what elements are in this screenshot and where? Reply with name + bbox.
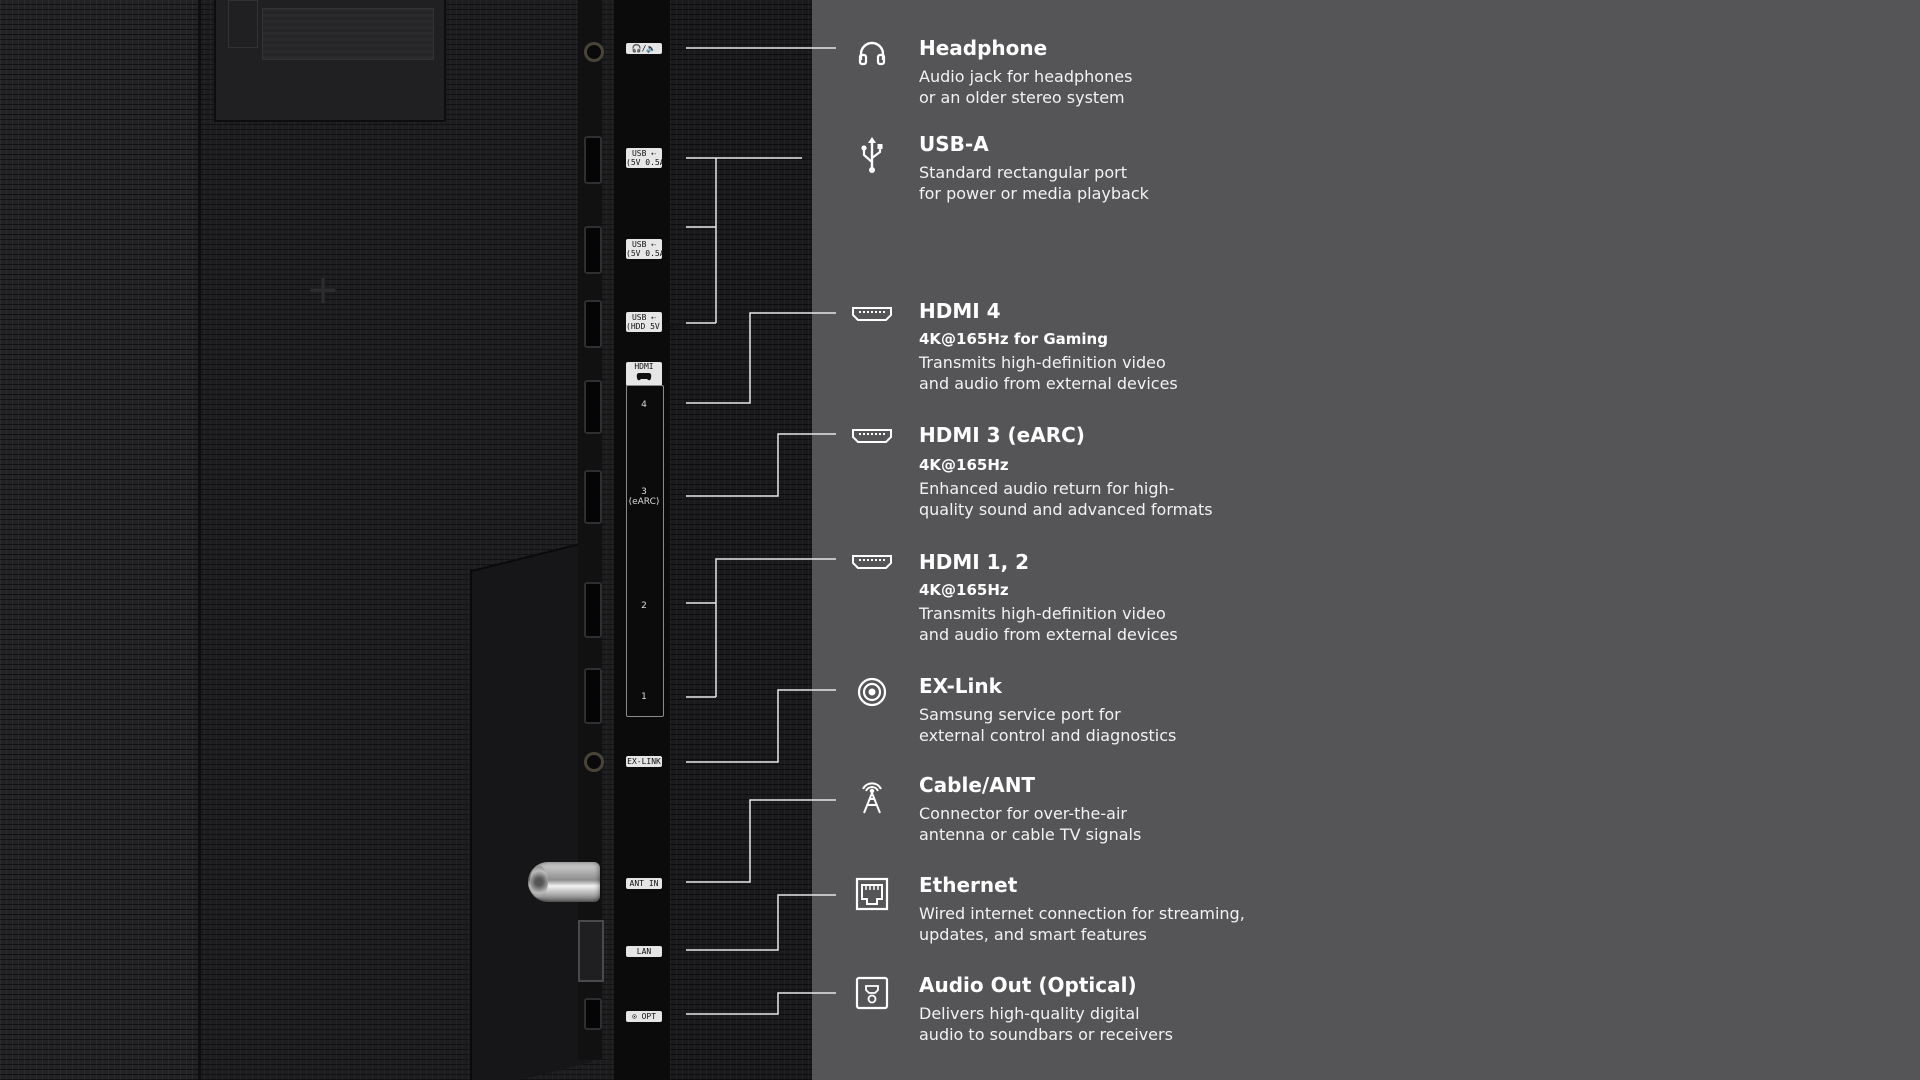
tv-back-right-section [670,0,812,1080]
tv-back-strip-edge [198,0,201,1080]
entry-title-audio-out-optical: Audio Out (Optical) [919,973,1137,997]
usb-icon [849,135,895,175]
optical-port [584,998,602,1030]
port-label-ant: ANT IN [626,878,662,889]
port-label-hdmi-gaming-tag: HDMI [626,362,662,386]
tv-sticker-side [228,0,258,48]
port-label-lan: LAN [626,946,662,957]
ex-link-icon [849,672,895,712]
entry-desc-hdmi-1-2: Transmits high-definition video and audi… [919,604,1178,644]
hdmi-port-4 [584,380,602,434]
entry-title-hdmi-3: HDMI 3 (eARC) [919,423,1085,447]
usb-port-2 [584,226,602,274]
tv-back-panel: + [0,0,812,1080]
port-label-ex-link: EX-LINK [626,756,662,767]
entry-title-hdmi-1-2: HDMI 1, 2 [919,550,1030,574]
port-label-usb-2: USB ⇠ (5V 0.5A) [626,239,670,259]
port-label-headphone: 🎧/🔈 [626,43,662,54]
usb-port-1 [584,136,602,184]
entry-title-ethernet: Ethernet [919,873,1018,897]
hdmi-port-3 [584,470,602,524]
ethernet-icon [849,874,895,914]
entry-desc-usb-a: Standard rectangular port for power or m… [919,163,1149,203]
usb-port-3 [584,300,602,348]
entry-desc-headphone: Audio jack for headphones or an older st… [919,67,1133,107]
port-label-hdmi-1: 1 [641,692,647,702]
gamepad-icon [626,372,662,386]
entry-title-usb-a: USB-A [919,132,989,156]
hdmi-port-block [626,385,664,717]
antenna-icon [849,776,895,816]
entry-title-cable-ant: Cable/ANT [919,773,1036,797]
port-label-hdmi-3: 3 (eARC) [628,487,660,507]
hdmi-tag-text: HDMI [634,362,654,371]
lan-jack [578,920,604,982]
entry-desc-audio-out-optical: Delivers high-quality digital audio to s… [919,1004,1173,1044]
port-label-usb-1: USB ⇠ (5V 0.5A) [626,148,670,168]
hdmi-port-1 [584,668,602,724]
tv-rating-sticker [262,8,434,60]
entry-desc-hdmi-4: Transmits high-definition video and audi… [919,353,1178,393]
entry-subtitle-hdmi-3: 4K@165Hz [919,456,1009,474]
mount-cross-mark: + [306,267,340,313]
hdmi-port-2 [584,582,602,638]
headphones-icon [849,33,895,73]
coax-connector-tip [530,866,548,898]
hdmi-icon [849,542,895,582]
optical-icon [849,973,895,1013]
entry-title-hdmi-4: HDMI 4 [919,299,1001,323]
port-label-column [614,0,670,1080]
port-label-hdmi-4: 4 [641,400,647,410]
entry-title-headphone: Headphone [919,36,1048,60]
port-label-optical: ⊙ OPT [626,1011,662,1022]
entry-title-ex-link: EX-Link [919,674,1002,698]
port-label-usb-3: USB ⇠ (HDD 5V 1A) [626,312,679,332]
entry-desc-ex-link: Samsung service port for external contro… [919,705,1177,745]
entry-desc-hdmi-3: Enhanced audio return for high- quality … [919,479,1213,519]
tv-back-left-strip [0,0,200,1080]
hdmi-icon [849,416,895,456]
headphone-jack [584,42,604,62]
entry-desc-ethernet: Wired internet connection for streaming,… [919,904,1245,944]
entry-subtitle-hdmi-1-2: 4K@165Hz [919,581,1009,599]
port-label-hdmi-2: 2 [641,601,647,611]
entry-desc-cable-ant: Connector for over-the-air antenna or ca… [919,804,1142,844]
hdmi-icon [849,294,895,334]
ex-link-jack [584,752,604,772]
entry-subtitle-hdmi-4: 4K@165Hz for Gaming [919,330,1108,348]
tv-back-recess [470,540,592,1080]
